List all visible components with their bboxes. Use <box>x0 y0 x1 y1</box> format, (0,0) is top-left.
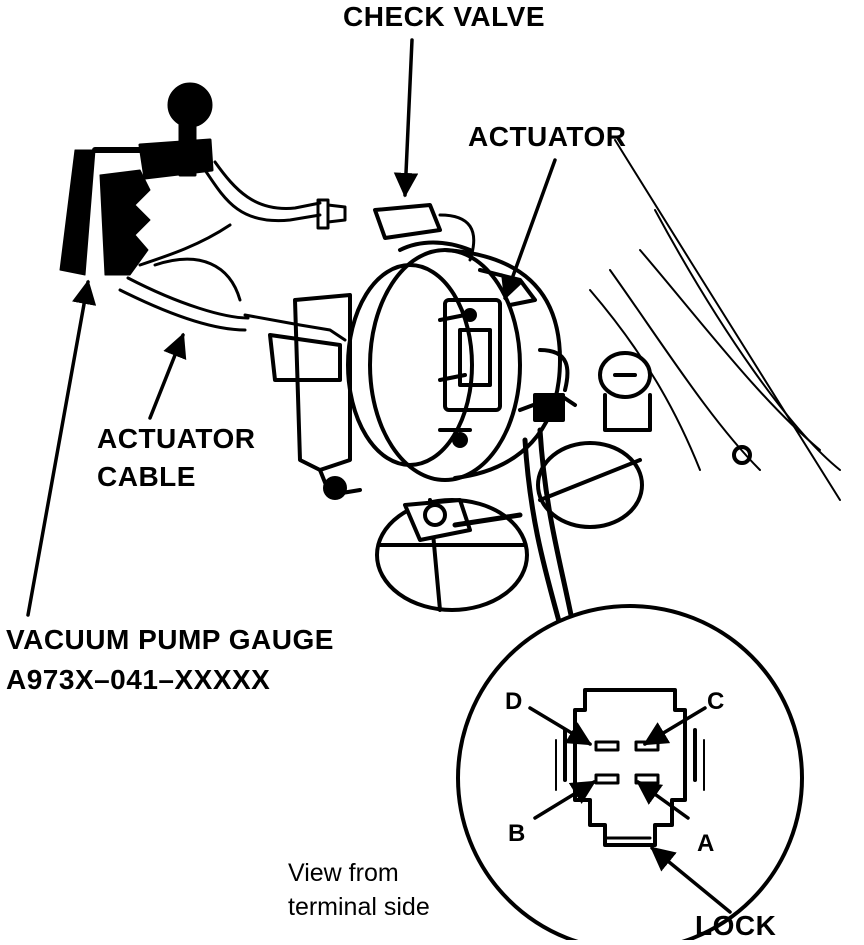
terminal-a-arrow <box>636 780 690 820</box>
vacuum-hoses <box>118 160 476 342</box>
view-note-line2: terminal side <box>288 893 430 921</box>
check-valve-label: CHECK VALVE <box>343 1 546 32</box>
vacuum-pump-gauge <box>59 82 214 276</box>
actuator-arrow <box>500 158 557 301</box>
view-note-line1: View from <box>288 859 399 887</box>
lock-arrow <box>650 846 732 914</box>
actuator-cable-label-line1: ACTUATOR <box>97 423 256 454</box>
leader-arrows <box>26 38 732 914</box>
lower-bracket-parts <box>375 351 652 612</box>
vacuum-pump-gauge-part-number: A973X–041–XXXXX <box>6 664 271 695</box>
terminal-b-arrow <box>533 780 597 820</box>
actuator-housing <box>268 240 577 500</box>
actuator-cable-label-line2: CABLE <box>97 461 196 492</box>
body-panel-lines <box>589 139 841 501</box>
terminal-c-arrow <box>642 706 707 746</box>
terminal-b-label: B <box>508 820 526 847</box>
connector-detail-circle <box>456 604 804 945</box>
actuator-cable-arrow <box>148 332 187 420</box>
wire-harness <box>452 427 575 628</box>
terminal-a-label: A <box>697 830 715 857</box>
actuator-label: ACTUATOR <box>468 121 627 152</box>
vacuum-pump-gauge-label-line1: VACUUM PUMP GAUGE <box>6 624 334 655</box>
vacuum-pump-gauge-arrow <box>26 279 97 617</box>
lock-label: LOCK <box>695 910 777 941</box>
terminal-c-label: C <box>707 688 725 715</box>
terminal-d-label: D <box>505 688 523 715</box>
terminal-d-arrow <box>528 706 593 746</box>
check-valve-arrow <box>393 38 419 198</box>
